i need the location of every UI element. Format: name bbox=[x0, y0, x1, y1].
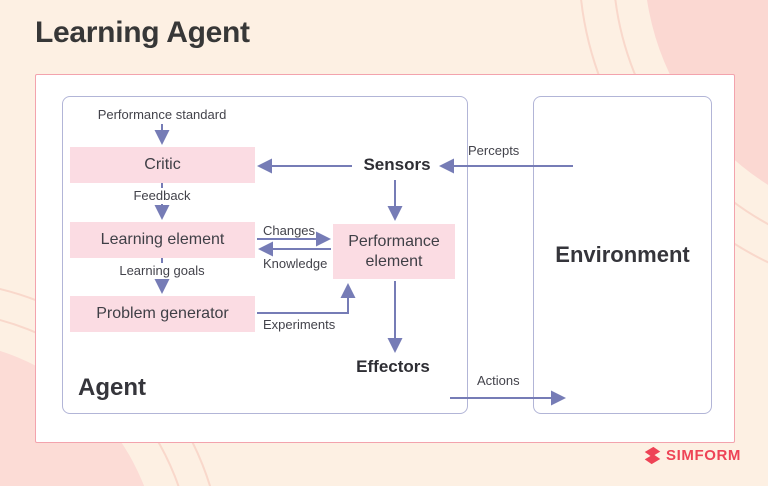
label-performance-standard: Performance standard bbox=[97, 107, 227, 122]
node-critic: Critic bbox=[70, 147, 255, 183]
node-problem-generator: Problem generator bbox=[70, 296, 255, 332]
sensors-label: Sensors bbox=[363, 155, 431, 174]
label-feedback: Feedback bbox=[133, 188, 191, 203]
brand-logo: SIMFORM bbox=[643, 446, 741, 465]
label-experiments: Experiments bbox=[263, 317, 336, 332]
effectors-label: Effectors bbox=[356, 357, 430, 376]
node-learning-element: Learning element bbox=[70, 222, 255, 258]
label-percepts: Percepts bbox=[468, 143, 520, 158]
label-knowledge: Knowledge bbox=[263, 256, 328, 271]
brand-name: SIMFORM bbox=[666, 447, 742, 464]
node-performance-element: Performance element bbox=[333, 224, 455, 279]
simform-s-icon bbox=[644, 446, 661, 465]
page-title: Learning Agent bbox=[35, 16, 250, 49]
environment-label: Environment bbox=[555, 242, 690, 267]
environment-box: Environment bbox=[533, 96, 712, 414]
agent-label: Agent bbox=[78, 374, 146, 401]
label-actions: Actions bbox=[477, 373, 520, 388]
label-learning-goals: Learning goals bbox=[119, 263, 205, 278]
agent-box bbox=[62, 96, 468, 414]
label-changes: Changes bbox=[263, 223, 316, 238]
